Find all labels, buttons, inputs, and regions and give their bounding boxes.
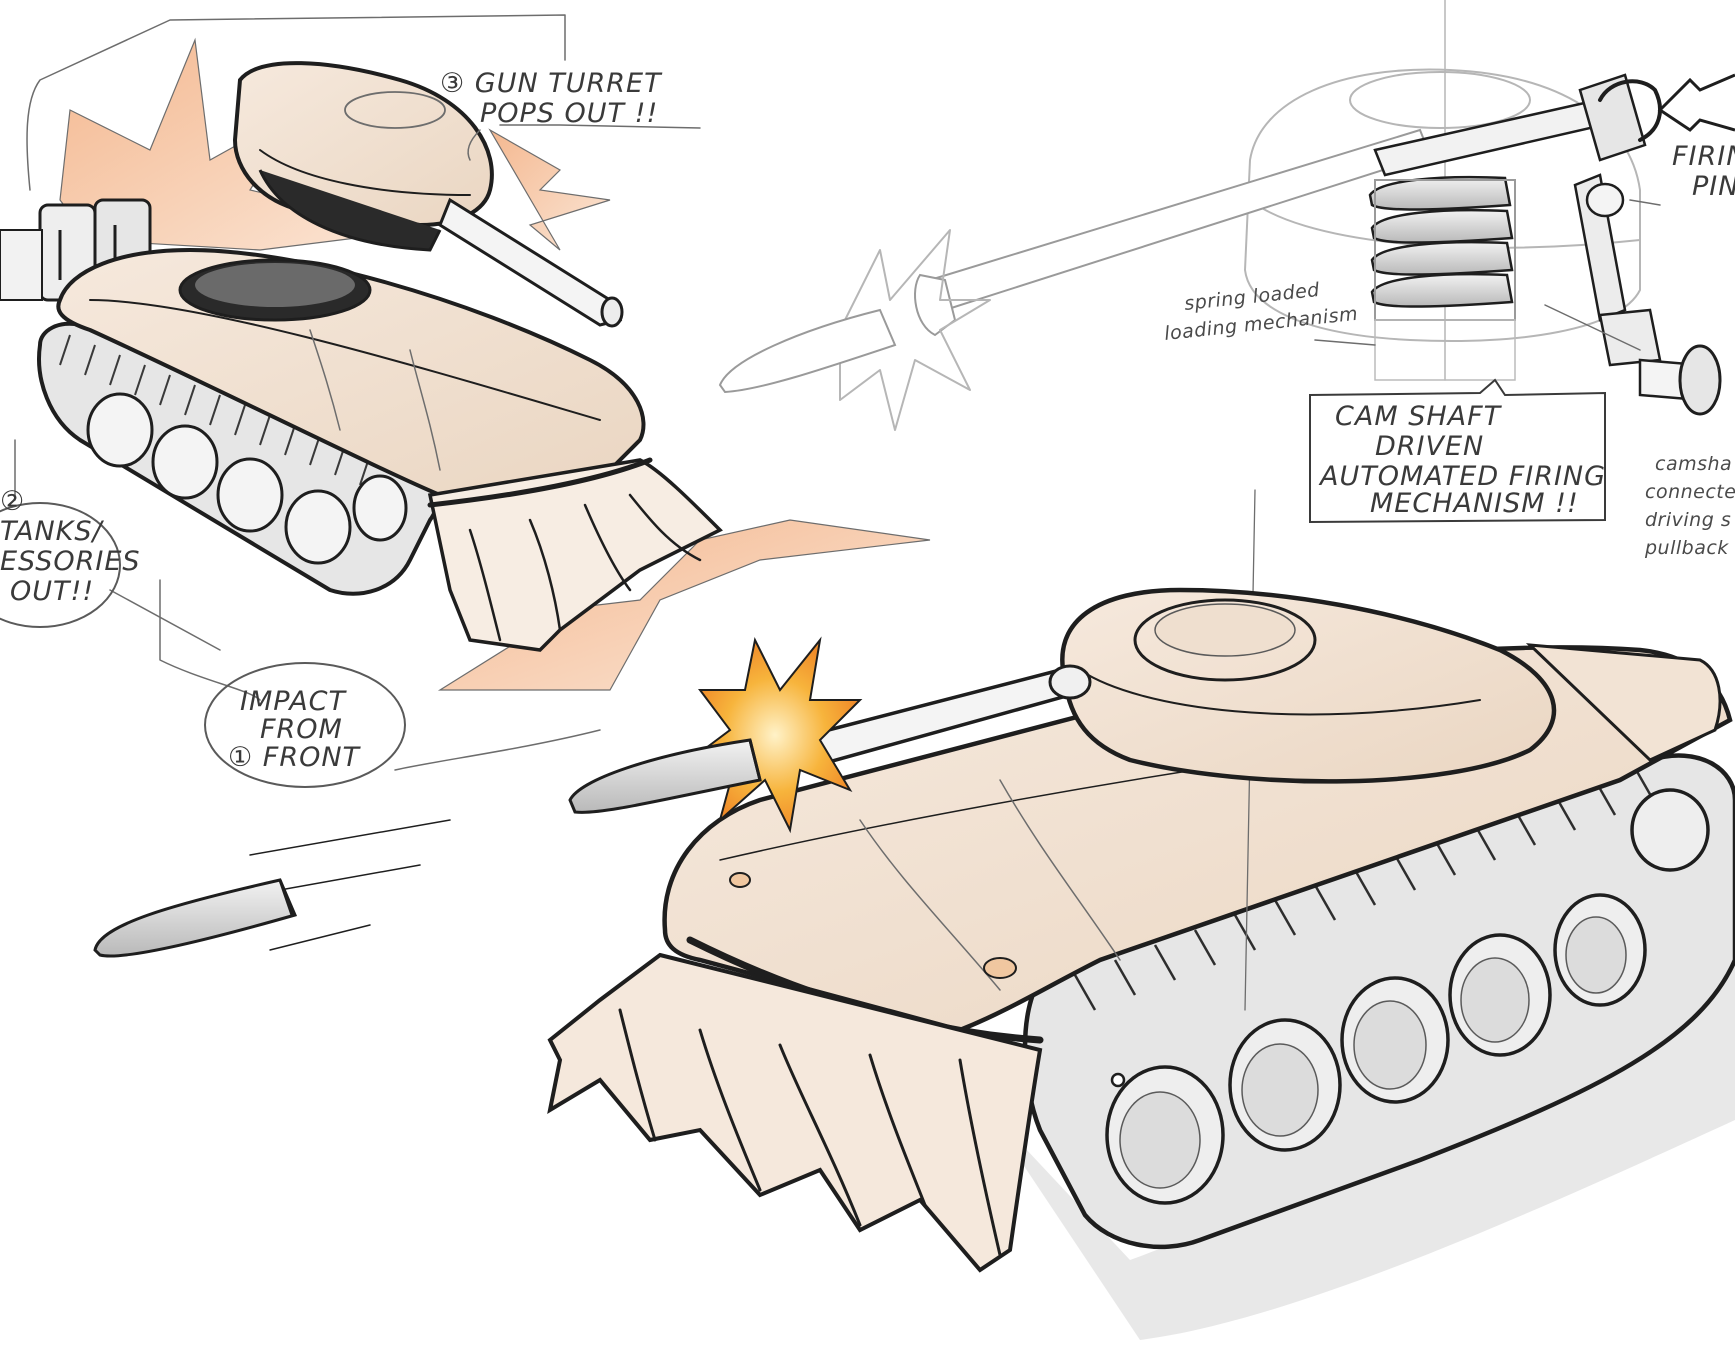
tanks-number: ② xyxy=(0,486,25,517)
main-plow xyxy=(547,952,1043,1273)
main-tank-render xyxy=(547,489,1735,1340)
gun-turret-line-1: ③ GUN TURRET xyxy=(440,68,663,99)
annotation-tanks-accessories: ② TANKS/ ESSORIES OUT!! xyxy=(0,486,141,628)
firing-pin-line-2: PIN xyxy=(1692,171,1735,202)
annotation-spring-loaded: spring loaded loading mechanism xyxy=(1163,279,1359,345)
annotation-impact: IMPACT FROM ① FRONT xyxy=(204,662,406,788)
camshaft-line-3: AUTOMATED FIRING xyxy=(1318,461,1606,492)
annotation-camshaft-note: camsha connecte driving s pullback xyxy=(1644,453,1735,559)
camshaft-note-line-1: camsha xyxy=(1655,453,1732,475)
annotation-firing-pin: FIRIN PIN xyxy=(1672,141,1735,202)
tanks-line-1: TANKS/ xyxy=(0,516,105,547)
camshaft-note-line-3: driving s xyxy=(1645,509,1731,531)
left-plow xyxy=(427,458,723,652)
camshaft-line-2: DRIVEN xyxy=(1375,431,1484,462)
firing-pin-line-1: FIRIN xyxy=(1672,141,1735,172)
firing-mechanism-sketch xyxy=(718,0,1735,431)
flying-shell xyxy=(93,819,451,958)
tanks-line-2: ESSORIES xyxy=(0,546,141,577)
road-wheels-left xyxy=(86,392,408,565)
track-treads xyxy=(59,334,371,486)
camshaft-note-line-2: connecte xyxy=(1645,481,1735,503)
impact-burst-right xyxy=(488,128,611,251)
main-turret xyxy=(1060,587,1557,784)
gun-turret-line-2: POPS OUT !! xyxy=(480,98,658,129)
tanks-line-3: OUT!! xyxy=(10,576,94,607)
flying-turret xyxy=(232,61,624,328)
camshaft-line-1: CAM SHAFT xyxy=(1335,401,1503,432)
camshaft-line-4: MECHANISM !! xyxy=(1370,488,1579,519)
camshaft-note-line-4: pullback xyxy=(1644,537,1729,559)
impact-line-1: IMPACT xyxy=(240,686,348,717)
impact-line-2: FROM xyxy=(260,714,343,745)
impact-line-3: ① FRONT xyxy=(228,742,362,773)
annotation-camshaft-box: CAM SHAFT DRIVEN AUTOMATED FIRING MECHAN… xyxy=(1309,378,1606,524)
impact-tank-sketch xyxy=(0,14,931,771)
shell-magazine xyxy=(1368,175,1514,308)
annotation-gun-turret: ③ GUN TURRET POPS OUT !! xyxy=(440,68,663,129)
